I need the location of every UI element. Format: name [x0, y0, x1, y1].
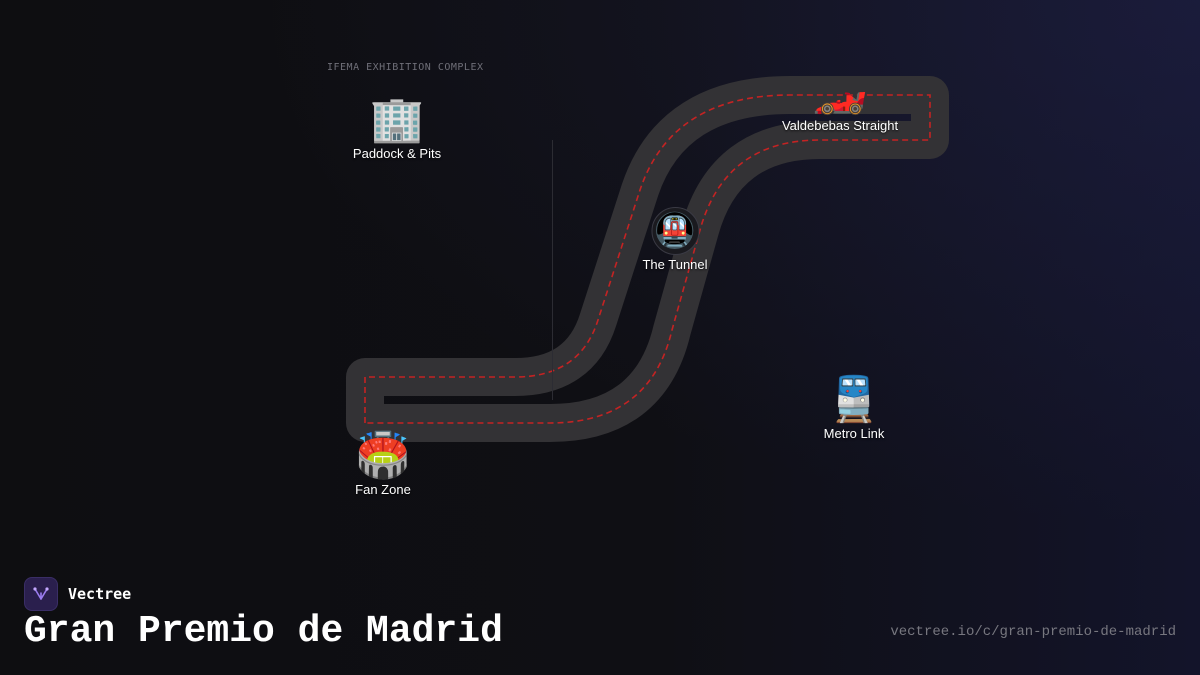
racing-line [364, 94, 931, 424]
poi-valdebebas[interactable]: 🏎️ Valdebebas Straight [781, 67, 899, 134]
poi-label: Fan Zone [355, 482, 411, 497]
office-building-icon: 🏢 [369, 95, 425, 144]
poi-fanzone[interactable]: 🏟️ Fan Zone [355, 431, 411, 498]
poi-label: Paddock & Pits [352, 146, 442, 161]
poi-label: Valdebebas Straight [781, 118, 899, 133]
poi-paddock[interactable]: 🏢 Paddock & Pits [352, 95, 442, 162]
poi-tunnel[interactable]: 🚇 The Tunnel [642, 207, 708, 272]
zone-divider [552, 140, 553, 400]
race-car-icon: 🏎️ [812, 67, 868, 116]
page-title: Gran Premio de Madrid [24, 610, 503, 653]
poi-metro[interactable]: 🚆 Metro Link [823, 375, 885, 442]
brand[interactable]: Vectree [24, 577, 131, 611]
page-url[interactable]: vectree.io/c/gran-premio-de-madrid [890, 624, 1176, 640]
train-front-glyph: 🚇 [653, 212, 697, 250]
stadium-icon: 🏟️ [355, 431, 411, 480]
train-front-icon: 🚇 [650, 207, 699, 255]
zone-label: IFEMA EXHIBITION COMPLEX [327, 62, 484, 73]
light-rail-icon: 🚆 [826, 375, 882, 424]
poi-label: The Tunnel [642, 257, 708, 272]
vectree-logo-icon [24, 577, 58, 611]
poi-label: Metro Link [823, 426, 885, 441]
brand-name: Vectree [68, 585, 132, 603]
